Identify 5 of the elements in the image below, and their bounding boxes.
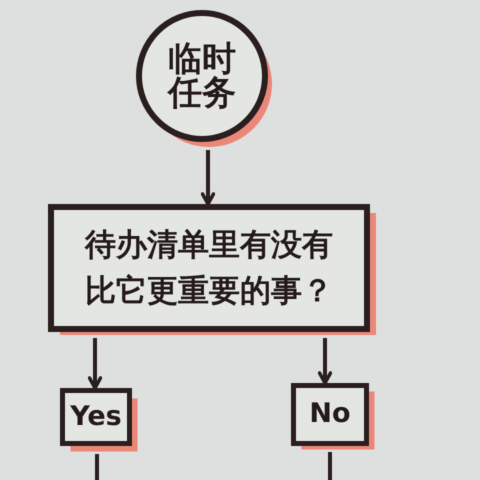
arrow — [318, 338, 332, 385]
connector-line — [95, 454, 99, 480]
arrow — [200, 150, 216, 206]
arrow — [88, 338, 102, 390]
connector-line — [328, 452, 332, 480]
